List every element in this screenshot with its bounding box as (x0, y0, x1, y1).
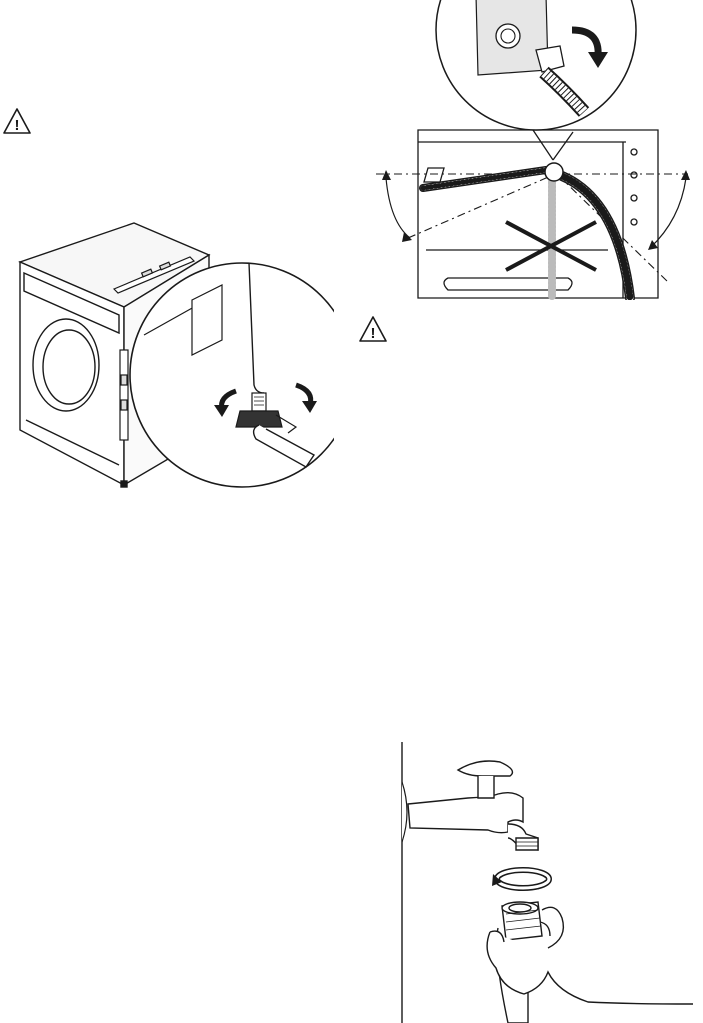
inlet-valve-connector (545, 163, 563, 181)
inlet-hose-routing-illustration (368, 0, 698, 300)
washer-leveling-illustration (14, 215, 334, 490)
water-tap (408, 761, 538, 850)
warning-glyph: ! (15, 117, 20, 134)
hose-coupling-in-hand (487, 902, 693, 1023)
warning-glyph: ! (371, 325, 376, 342)
warning-triangle-icon: ! (2, 106, 32, 136)
rotate-arrow-icon (492, 870, 549, 888)
spirit-level-side (120, 350, 128, 440)
warning-triangle-icon: ! (358, 314, 388, 344)
tap-connection-illustration (398, 742, 703, 1023)
